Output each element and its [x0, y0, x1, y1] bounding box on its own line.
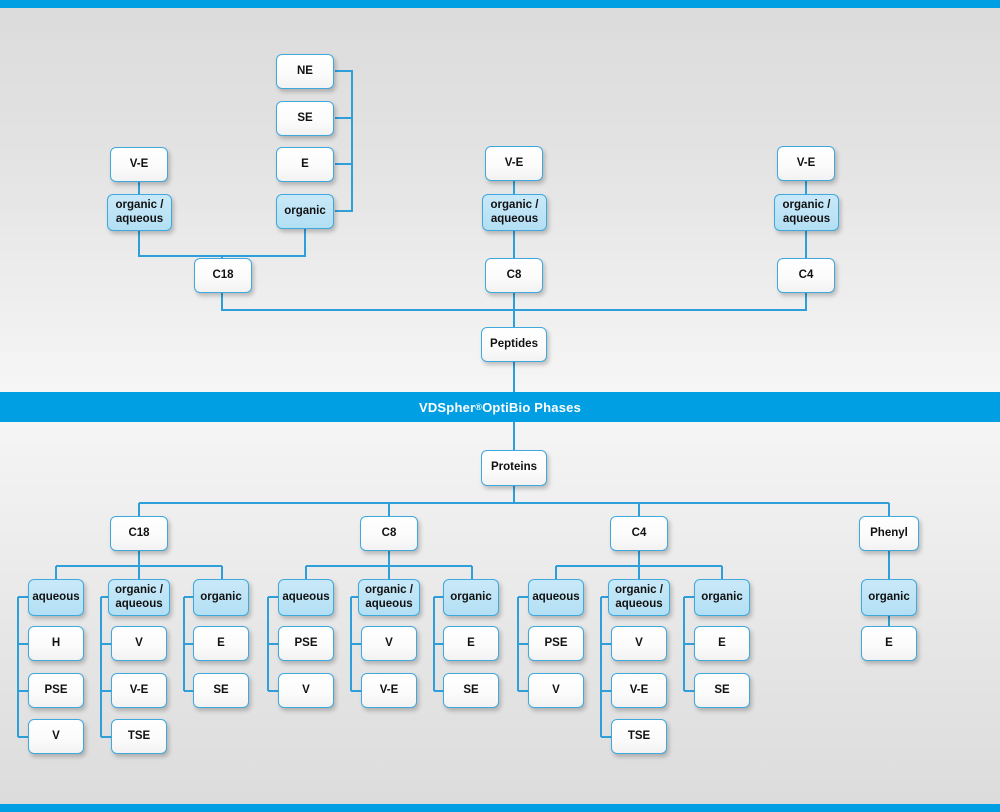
- node-c8-organic[interactable]: organic: [443, 579, 499, 616]
- node-c8-organic-se[interactable]: SE: [443, 673, 499, 708]
- node-c18-aqueous-v[interactable]: V: [28, 719, 84, 754]
- node-c18-aqueous-h[interactable]: H: [28, 626, 84, 661]
- node-c4-aqueous-pse[interactable]: PSE: [528, 626, 584, 661]
- node-c18-organic-aqueous-v[interactable]: V: [111, 626, 167, 661]
- node-ve-c18-peptides[interactable]: V-E: [110, 147, 168, 182]
- node-c18-organic-aqueous-tse[interactable]: TSE: [111, 719, 167, 754]
- node-ne[interactable]: NE: [276, 54, 334, 89]
- node-c18-organic-se[interactable]: SE: [193, 673, 249, 708]
- node-c18-peptides[interactable]: C18: [194, 258, 252, 293]
- registered-trademark-icon: ®: [475, 402, 483, 412]
- node-organic-c18-peptides[interactable]: organic: [276, 194, 334, 229]
- node-phenyl-organic-e[interactable]: E: [861, 626, 917, 661]
- node-c4-proteins[interactable]: C4: [610, 516, 668, 551]
- node-c8-proteins[interactable]: C8: [360, 516, 418, 551]
- node-c4-organic-e[interactable]: E: [694, 626, 750, 661]
- node-peptides[interactable]: Peptides: [481, 327, 547, 362]
- node-c8-aqueous-v[interactable]: V: [278, 673, 334, 708]
- node-c8-peptides[interactable]: C8: [485, 258, 543, 293]
- node-c4-peptides[interactable]: C4: [777, 258, 835, 293]
- node-c4-organic-aqueous-v[interactable]: V: [611, 626, 667, 661]
- node-c4-aqueous[interactable]: aqueous: [528, 579, 584, 616]
- node-phenyl-organic[interactable]: organic: [861, 579, 917, 616]
- node-c8-organic-aqueous[interactable]: organic / aqueous: [358, 579, 420, 616]
- node-organic-aqueous-c18-peptides[interactable]: organic / aqueous: [107, 194, 172, 231]
- node-ve-c8-peptides[interactable]: V-E: [485, 146, 543, 181]
- node-phenyl-proteins[interactable]: Phenyl: [859, 516, 919, 551]
- node-c18-aqueous[interactable]: aqueous: [28, 579, 84, 616]
- node-c4-organic[interactable]: organic: [694, 579, 750, 616]
- node-c4-organic-aqueous[interactable]: organic / aqueous: [608, 579, 670, 616]
- top-accent-bar: [0, 0, 1000, 8]
- node-proteins[interactable]: Proteins: [481, 450, 547, 486]
- node-c18-organic-e[interactable]: E: [193, 626, 249, 661]
- banner-vdspher-optibio-phases: VDSpher® OptiBio Phases: [0, 392, 1000, 422]
- node-se[interactable]: SE: [276, 101, 334, 136]
- banner-text-before: VDSpher: [418, 399, 476, 415]
- node-c8-aqueous-pse[interactable]: PSE: [278, 626, 334, 661]
- bottom-accent-bar: [0, 804, 1000, 812]
- node-c4-organic-aqueous-ve[interactable]: V-E: [611, 673, 667, 708]
- banner-text-after: OptiBio Phases: [482, 399, 582, 415]
- node-e[interactable]: E: [276, 147, 334, 182]
- node-c18-aqueous-pse[interactable]: PSE: [28, 673, 84, 708]
- node-c18-proteins[interactable]: C18: [110, 516, 168, 551]
- node-c8-organic-e[interactable]: E: [443, 626, 499, 661]
- node-organic-aqueous-c8-peptides[interactable]: organic / aqueous: [482, 194, 547, 231]
- node-ve-c4-peptides[interactable]: V-E: [777, 146, 835, 181]
- node-c18-organic-aqueous-ve[interactable]: V-E: [111, 673, 167, 708]
- node-c4-aqueous-v[interactable]: V: [528, 673, 584, 708]
- node-c18-organic-aqueous[interactable]: organic / aqueous: [108, 579, 170, 616]
- node-c8-organic-aqueous-v[interactable]: V: [361, 626, 417, 661]
- node-c8-aqueous[interactable]: aqueous: [278, 579, 334, 616]
- node-c4-organic-aqueous-tse[interactable]: TSE: [611, 719, 667, 754]
- node-organic-aqueous-c4-peptides[interactable]: organic / aqueous: [774, 194, 839, 231]
- node-c4-organic-se[interactable]: SE: [694, 673, 750, 708]
- node-c18-organic[interactable]: organic: [193, 579, 249, 616]
- node-c8-organic-aqueous-ve[interactable]: V-E: [361, 673, 417, 708]
